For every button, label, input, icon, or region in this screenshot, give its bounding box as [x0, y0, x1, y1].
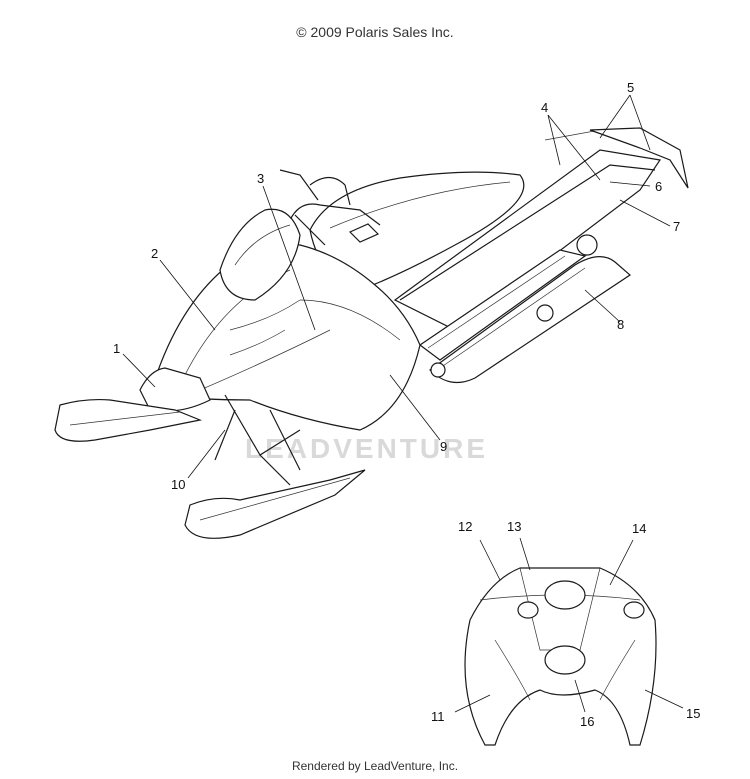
hood-inset-drawing	[464, 567, 657, 746]
leader-lines	[122, 94, 684, 713]
snowmobile-drawing	[54, 127, 689, 539]
callout-10: 10	[171, 477, 185, 492]
callout-13: 13	[507, 519, 521, 534]
callout-6: 6	[655, 179, 662, 194]
callout-4: 4	[541, 100, 548, 115]
callout-15: 15	[686, 706, 700, 721]
callout-3: 3	[257, 171, 264, 186]
watermark-text: LEADVENTURE	[245, 433, 488, 464]
copyright-text: © 2009 Polaris Sales Inc.	[296, 24, 454, 40]
callout-11: 11	[431, 709, 445, 724]
callout-9: 9	[440, 439, 447, 454]
footer-rendered-by: Rendered by LeadVenture, Inc.	[291, 759, 459, 773]
callout-8: 8	[617, 317, 624, 332]
callout-1: 1	[113, 341, 120, 356]
callout-12: 12	[458, 519, 472, 534]
callout-2: 2	[151, 246, 158, 261]
callout-14: 14	[632, 521, 646, 536]
callout-16: 16	[580, 714, 594, 729]
callout-7: 7	[673, 219, 680, 234]
callout-5: 5	[627, 80, 634, 95]
